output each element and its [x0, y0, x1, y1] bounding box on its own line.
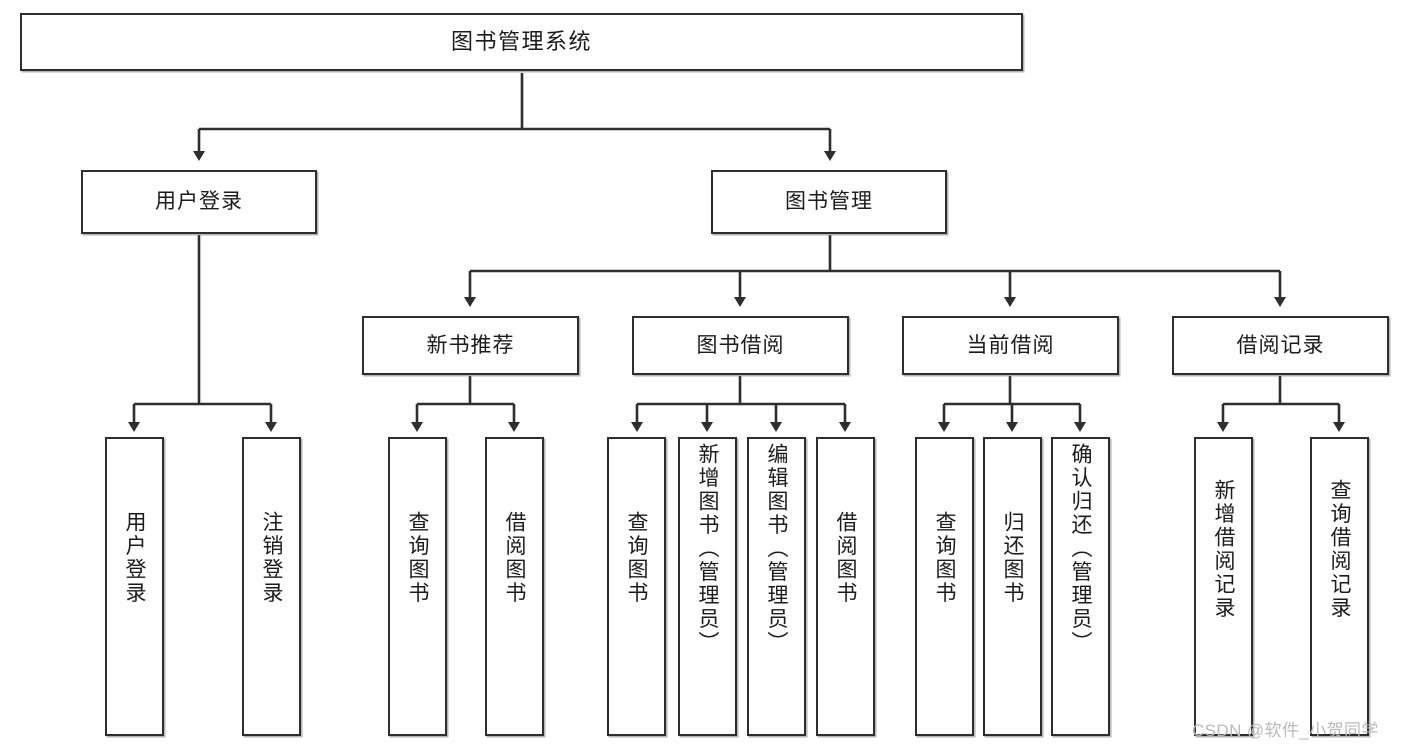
- leaf-current-return-book[interactable]: 归还图书: [983, 437, 1042, 736]
- node-root-system[interactable]: 图书管理系统: [20, 13, 1023, 71]
- leaf-borrow-borrow-book[interactable]: 借阅图书: [816, 437, 875, 736]
- node-label: 查询借阅记录: [1328, 479, 1351, 620]
- leaf-record-add-record[interactable]: 新增借阅记录: [1194, 437, 1253, 736]
- leaf-new-book-borrow[interactable]: 借阅图书: [485, 437, 544, 736]
- node-user-login[interactable]: 用户登录: [81, 170, 317, 234]
- node-label: 注销登录: [260, 511, 283, 605]
- node-label: 图书管理系统: [450, 28, 592, 54]
- node-label: 归还图书: [1001, 511, 1024, 605]
- node-label: 编辑图书（管理员）: [765, 443, 788, 655]
- node-label: 借阅图书: [834, 511, 857, 605]
- node-label: 用户登录: [123, 511, 146, 605]
- node-label: 新增借阅记录: [1212, 479, 1235, 620]
- leaf-new-book-query[interactable]: 查询图书: [388, 437, 447, 736]
- leaf-borrow-add-book-admin[interactable]: 新增图书（管理员）: [678, 437, 737, 736]
- csdn-watermark: CSDN @软件_小贺同学: [1192, 721, 1379, 740]
- node-label: 图书管理: [785, 190, 873, 214]
- node-label: 查询图书: [625, 511, 648, 605]
- node-current-borrow[interactable]: 当前借阅: [902, 316, 1119, 375]
- leaf-borrow-edit-book-admin[interactable]: 编辑图书（管理员）: [747, 437, 806, 736]
- node-book-borrow[interactable]: 图书借阅: [632, 316, 849, 375]
- node-borrow-record[interactable]: 借阅记录: [1172, 316, 1389, 375]
- node-label: 图书借阅: [696, 333, 785, 357]
- node-label: 借阅图书: [503, 511, 526, 605]
- node-label: 确认归还（管理员）: [1069, 443, 1092, 655]
- node-label: 借阅记录: [1236, 333, 1325, 357]
- leaf-borrow-query-book[interactable]: 查询图书: [607, 437, 666, 736]
- leaf-record-query-record[interactable]: 查询借阅记录: [1310, 437, 1369, 736]
- node-label: 当前借阅: [966, 333, 1055, 357]
- node-label: 查询图书: [406, 511, 429, 605]
- node-label: 用户登录: [155, 190, 243, 214]
- leaf-current-query-book[interactable]: 查询图书: [915, 437, 974, 736]
- node-book-management[interactable]: 图书管理: [711, 170, 947, 234]
- node-label: 查询图书: [933, 511, 956, 605]
- node-label: 新书推荐: [426, 333, 515, 357]
- leaf-user-login-signout[interactable]: 注销登录: [242, 437, 301, 736]
- leaf-user-login-signin[interactable]: 用户登录: [105, 437, 164, 736]
- leaf-current-confirm-return-admin[interactable]: 确认归还（管理员）: [1051, 437, 1110, 736]
- node-label: 新增图书（管理员）: [696, 443, 719, 655]
- node-new-book-recommend[interactable]: 新书推荐: [362, 316, 579, 375]
